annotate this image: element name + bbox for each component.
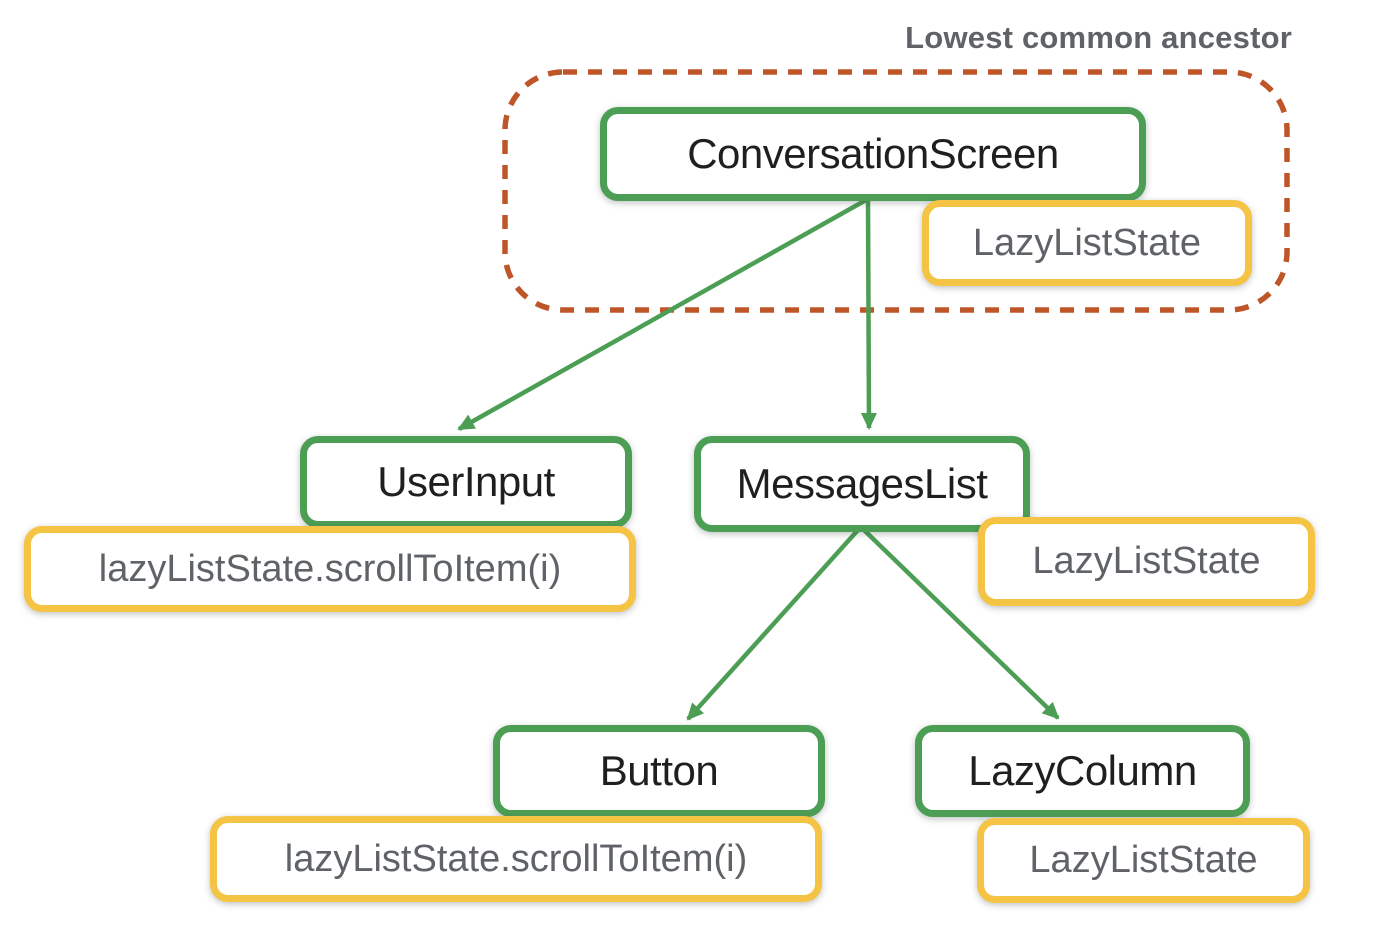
lowest-common-ancestor-label: Lowest common ancestor (905, 20, 1292, 55)
edge-conversation-to-user-input (457, 198, 868, 431)
edge-messages-list-to-button (686, 528, 860, 721)
event-badge-label: lazyListState.scrollToItem(i) (98, 547, 562, 590)
state-badge-label: LazyListState (1032, 540, 1261, 582)
state-badge-lazy-column-lazyliststate: LazyListState (977, 818, 1310, 903)
node-conversation-screen-label: ConversationScreen (687, 130, 1059, 177)
node-messages-list: MessagesList (694, 436, 1030, 532)
node-lazy-column-label: LazyColumn (968, 747, 1197, 794)
edge-messages-list-to-lazy-column (862, 528, 1060, 720)
state-badge-conversation-lazyliststate: LazyListState (922, 200, 1252, 286)
node-user-input: UserInput (300, 436, 632, 528)
node-button: Button (493, 725, 825, 817)
event-badge-label: lazyListState.scrollToItem(i) (284, 837, 748, 880)
node-messages-list-label: MessagesList (736, 460, 988, 507)
state-badge-messages-lazyliststate: LazyListState (978, 517, 1315, 606)
node-user-input-label: UserInput (377, 458, 555, 505)
node-lazy-column: LazyColumn (915, 725, 1250, 817)
state-badge-label: LazyListState (1029, 839, 1258, 881)
lowest-common-ancestor-outline (502, 69, 1290, 313)
node-conversation-screen: ConversationScreen (600, 107, 1146, 201)
state-badge-label: LazyListState (972, 221, 1202, 264)
event-badge-button-scrolltoitem: lazyListState.scrollToItem(i) (210, 816, 822, 902)
edge-conversation-to-messages-list (860, 199, 877, 430)
event-badge-user-input-scrolltoitem: lazyListState.scrollToItem(i) (24, 526, 636, 612)
node-button-label: Button (599, 747, 719, 794)
